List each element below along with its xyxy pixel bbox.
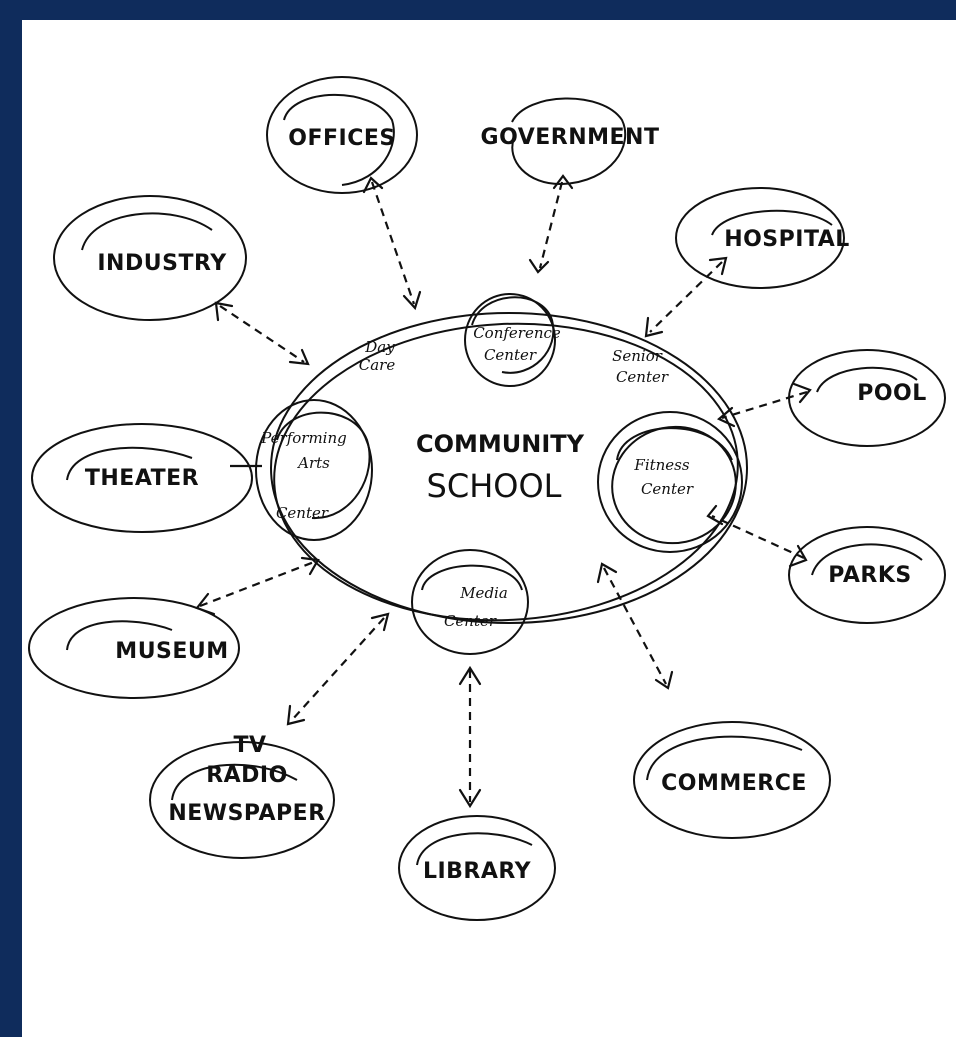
performing-label-2: Arts	[296, 454, 330, 472]
connector-government	[528, 174, 574, 274]
connector-hospital	[644, 256, 728, 338]
inner-node-conference-center: Conference Center	[464, 293, 561, 387]
newspaper-label: NEWSPAPER	[168, 801, 325, 826]
parks-label: PARKS	[828, 563, 911, 588]
commerce-label: COMMERCE	[661, 771, 807, 796]
radio-label: RADIO	[206, 763, 288, 788]
library-label: LIBRARY	[423, 859, 532, 884]
outer-node-theater: THEATER	[31, 423, 253, 533]
connector-library	[458, 665, 482, 809]
government-label: GOVERNMENT	[481, 125, 660, 150]
connector-offices	[362, 176, 422, 311]
day-care-label-2: Care	[359, 356, 396, 374]
community-school-hub: COMMUNITY SCHOOL	[270, 312, 748, 624]
inner-node-media-center: Media Center	[411, 549, 529, 655]
senior-label-2: Center	[616, 368, 669, 386]
outer-node-parks: PARKS	[788, 526, 946, 624]
offices-label: OFFICES	[288, 126, 395, 151]
center-label-line1: COMMUNITY	[416, 430, 585, 458]
hospital-label: HOSPITAL	[724, 227, 850, 252]
inner-node-performing-arts: Performing Arts Center	[255, 399, 373, 541]
conference-label-2: Center	[484, 346, 537, 364]
outer-node-museum: MUSEUM	[28, 597, 240, 699]
fitness-label-2: Center	[641, 480, 694, 498]
inner-node-day-care: Day Care	[359, 338, 396, 374]
tv-label: TV	[233, 733, 266, 758]
outer-node-offices: OFFICES	[266, 76, 418, 194]
connector-industry	[214, 301, 310, 366]
outer-node-industry: INDUSTRY	[53, 195, 247, 321]
inner-node-senior-center: Senior Center	[612, 347, 669, 386]
connector-pool	[716, 382, 812, 428]
outer-node-tv-radio-newspaper: TV RADIO NEWSPAPER	[149, 733, 335, 859]
connector-commerce	[596, 562, 674, 690]
connector-parks	[706, 504, 808, 568]
conference-label-1: Conference	[473, 324, 561, 342]
pool-label: POOL	[857, 381, 927, 406]
media-label-1: Media	[459, 584, 508, 602]
outer-node-library: LIBRARY	[398, 815, 556, 921]
connector-museum	[195, 556, 320, 616]
fitness-label-1: Fitness	[633, 456, 689, 474]
senior-label-1: Senior	[612, 347, 663, 365]
outer-node-commerce: COMMERCE	[633, 721, 831, 839]
day-care-label-1: Day	[364, 338, 395, 356]
industry-label: INDUSTRY	[97, 251, 227, 276]
diagram-canvas: COMMUNITY SCHOOL Conference Center Day C…	[22, 20, 956, 1037]
performing-label-1: Performing	[260, 429, 347, 447]
center-label-line2: SCHOOL	[427, 467, 562, 505]
community-school-diagram: COMMUNITY SCHOOL Conference Center Day C…	[28, 76, 946, 921]
museum-label: MUSEUM	[115, 639, 228, 664]
theater-label: THEATER	[85, 466, 199, 491]
connector-tv-radio-newspaper	[286, 612, 390, 726]
outer-node-pool: POOL	[788, 349, 946, 447]
outer-node-hospital: HOSPITAL	[675, 187, 850, 289]
inner-node-fitness-center: Fitness Center	[597, 411, 743, 553]
performing-label-3: Center	[276, 504, 329, 522]
outer-node-government: GOVERNMENT	[481, 97, 660, 186]
media-label-2: Center	[444, 612, 497, 630]
